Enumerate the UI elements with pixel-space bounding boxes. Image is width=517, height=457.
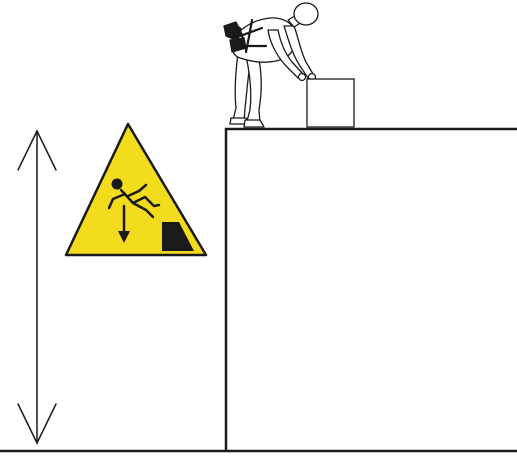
falling-person-head-icon	[112, 179, 123, 190]
worker-with-fall-harness	[224, 3, 318, 127]
worker-leg	[246, 55, 261, 123]
worker-hand	[299, 74, 306, 81]
fall-harness-icon	[224, 22, 242, 40]
worker-boot	[244, 120, 264, 127]
worker-head	[294, 3, 318, 25]
fall-hazard-warning-sign	[66, 124, 206, 255]
height-arrow	[18, 131, 56, 443]
elevated-platform	[226, 129, 517, 451]
box	[307, 79, 354, 127]
